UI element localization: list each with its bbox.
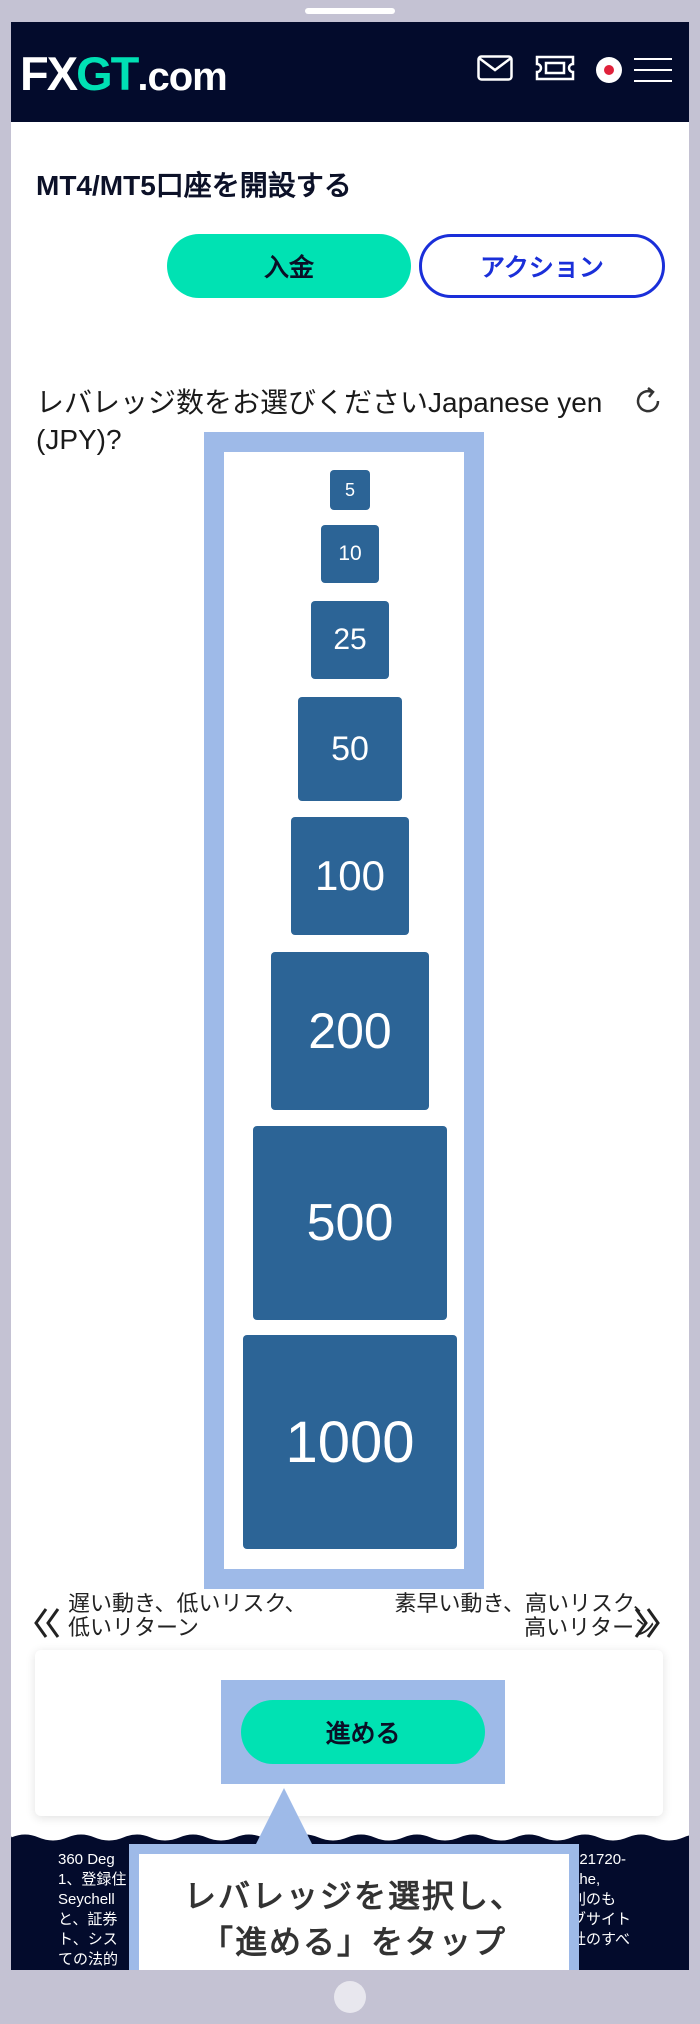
leverage-option-25[interactable]: 25: [311, 601, 389, 679]
menu-icon[interactable]: [634, 57, 672, 83]
high-risk-hint-line2: 高いリターン: [524, 1615, 655, 1640]
leverage-option-50[interactable]: 50: [298, 697, 402, 801]
footer-legal-text-right: 421720- ahe, 則のもブサイト社のすべ: [571, 1850, 681, 1950]
callout-line2: 「進める」をタップ: [200, 1924, 507, 1960]
footer-right-line-1: ahe,: [571, 1871, 601, 1888]
leverage-option-200[interactable]: 200: [271, 952, 429, 1110]
leverage-option-100[interactable]: 100: [291, 817, 409, 935]
phone-speaker: [305, 8, 395, 14]
mail-icon[interactable]: [477, 55, 513, 81]
callout-line1: レバレッジを選択し、: [183, 1878, 524, 1914]
high-risk-hint: 素早い動き、高いリスク、 高いリターン: [395, 1592, 655, 1640]
low-risk-hint-line1: 遅い動き、低いリスク、: [68, 1591, 307, 1616]
ticket-icon[interactable]: [535, 55, 575, 81]
leverage-option-500[interactable]: 500: [253, 1126, 447, 1320]
tab-action[interactable]: アクション: [419, 234, 665, 298]
footer-right-line-0: 421720-: [571, 1851, 627, 1868]
footer-legal-text-left: 360 Deg 1、登録住 Seychell と、証券ト、シスての法的: [58, 1850, 148, 1970]
tab-deposit[interactable]: 入金: [167, 234, 411, 298]
flag-japan-icon[interactable]: [596, 57, 622, 83]
logo-gt: GT: [76, 47, 139, 100]
leverage-question: レバレッジ数をお選びくださいJapanese yen (JPY)?: [36, 387, 603, 455]
footer-left-line-3: と、証券: [58, 1911, 118, 1928]
footer-left-line-2: Seychell: [58, 1891, 115, 1908]
footer-left-line-5: ての法的: [58, 1951, 119, 1968]
leverage-option-10[interactable]: 10: [321, 525, 379, 583]
high-risk-hint-line1: 素早い動き、高いリスク、: [394, 1591, 655, 1616]
footer-right-line-2: 則のも: [571, 1891, 617, 1908]
logo-dotcom: .com: [137, 55, 227, 99]
proceed-button[interactable]: 進める: [241, 1700, 485, 1764]
low-risk-hint-line2: 低いリターン: [68, 1615, 199, 1640]
instruction-callout: レバレッジを選択し、 「進める」をタップ: [129, 1844, 579, 1970]
leverage-option-5[interactable]: 5: [330, 470, 370, 510]
low-risk-hint: 遅い動き、低いリスク、 低いリターン: [68, 1592, 306, 1640]
double-chevron-left-icon: [34, 1608, 60, 1638]
footer-right-line-4: 社のすべ: [571, 1931, 630, 1948]
footer-right-line-3: ブサイト: [571, 1911, 632, 1928]
leverage-option-1000[interactable]: 1000: [243, 1335, 457, 1549]
page-title: MT4/MT5口座を開設する: [36, 170, 352, 201]
logo-fx: FX: [20, 47, 78, 100]
refresh-icon[interactable]: [631, 384, 665, 418]
footer-left-line-1: 1、登録住: [58, 1871, 127, 1888]
leverage-highlight-frame: [204, 432, 484, 1589]
callout-pointer: [256, 1788, 312, 1844]
footer-left-line-0: 360 Deg: [58, 1851, 115, 1868]
footer-left-line-4: ト、シス: [58, 1931, 118, 1948]
double-chevron-right-icon: [634, 1608, 660, 1638]
phone-home-button: [334, 1981, 366, 2013]
